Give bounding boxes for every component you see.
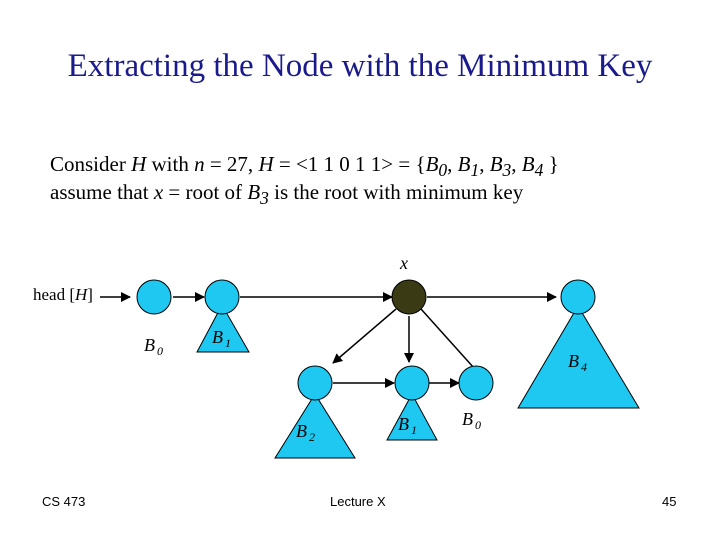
head-label: head [H] <box>33 285 93 304</box>
subscript: 0 <box>438 160 448 181</box>
var-B: B <box>425 152 439 176</box>
subscript: 4 <box>534 160 544 181</box>
min-root-node <box>391 279 427 315</box>
comma: , <box>447 152 458 176</box>
text-fragment: Consider <box>50 152 132 176</box>
var-H: H <box>131 152 147 176</box>
comma: , <box>511 152 522 176</box>
b2-child-node <box>297 365 333 401</box>
text-fragment: = root of <box>163 180 248 204</box>
var-H: H <box>258 152 274 176</box>
text-fragment: is the root with minimum key <box>268 180 524 204</box>
text-fragment: with <box>146 152 195 176</box>
var-B: B <box>489 152 503 176</box>
b1-root-node <box>204 279 240 315</box>
b4-root-node <box>560 279 596 315</box>
heap-description: Consider H with n = 27, H = <1 1 0 1 1> … <box>50 152 559 181</box>
var-n: n <box>194 152 205 176</box>
text-fragment: = <1 1 0 1 1> = { <box>273 152 426 176</box>
var-B: B <box>521 152 535 176</box>
child-arrow <box>332 308 397 364</box>
comma: , <box>479 152 490 176</box>
text-fragment: assume that <box>50 180 154 204</box>
lecture-label: Lecture X <box>330 494 386 509</box>
text-fragment: = 27, <box>204 152 259 176</box>
b1-tree-triangle <box>196 303 250 353</box>
var-B: B <box>247 180 261 204</box>
b1-child-triangle <box>386 392 438 441</box>
var-x: x <box>153 180 164 204</box>
text-fragment: } <box>543 152 559 176</box>
b2-tree-triangle <box>274 393 356 459</box>
b1-child-node <box>394 365 430 401</box>
page-number: 45 <box>662 494 677 509</box>
x-label: x <box>399 253 408 273</box>
subscript: 3 <box>260 188 269 209</box>
var-B: B <box>457 152 471 176</box>
course-label: CS 473 <box>42 494 86 509</box>
b0-child-node <box>458 365 494 401</box>
b0-root-node <box>136 279 172 315</box>
b4-tree-triangle <box>517 305 640 409</box>
subscript: 1 <box>470 160 480 181</box>
child-line <box>420 308 475 369</box>
assumption-text: assume that x = root of B3 is the root w… <box>50 180 523 209</box>
page-title: Extracting the Node with the Minimum Key <box>67 48 653 84</box>
subscript: 3 <box>502 160 512 181</box>
